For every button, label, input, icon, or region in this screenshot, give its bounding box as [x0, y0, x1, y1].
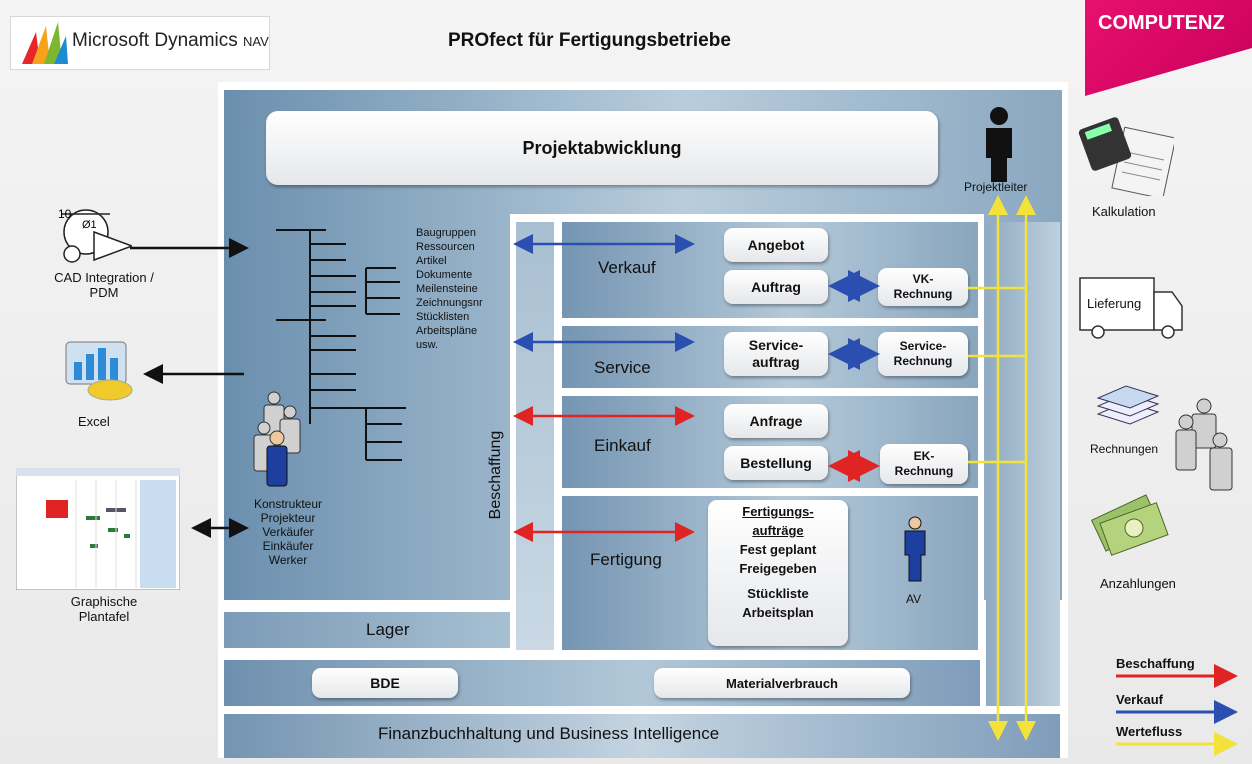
svg-text:10: 10 — [58, 207, 72, 221]
fibu-label: Finanzbuchhaltung und Business Intellige… — [378, 724, 720, 743]
items-list: Baugruppen Ressourcen Artikel Dokumente … — [416, 226, 483, 352]
team-people-icon — [253, 391, 301, 487]
service-rechnung-box: Service-Rechnung — [878, 332, 968, 376]
legend-beschaffung: Beschaffung — [1116, 656, 1195, 671]
materialverbrauch-box: Materialverbrauch — [654, 668, 910, 698]
fertigungsauftraege-box: Fertigungs- aufträge Fest geplant Freige… — [708, 500, 848, 646]
role-item: Projekteur — [260, 511, 316, 525]
list-item: Baugruppen — [416, 227, 476, 239]
list-item: Artikel — [416, 255, 447, 267]
role-item: Konstrukteur — [253, 497, 323, 511]
svg-text:Ø1: Ø1 — [82, 219, 97, 231]
cad-label: CAD Integration /PDM — [54, 270, 154, 300]
ek-rechnung-box: EK-Rechnung — [880, 444, 968, 484]
av-label: AV — [906, 592, 922, 606]
money-bills-icon — [1090, 494, 1169, 556]
delivery-truck-icon — [1079, 277, 1183, 339]
anzahlungen-label: Anzahlungen — [1100, 576, 1176, 591]
verkauf-label: Verkauf — [598, 258, 656, 277]
invoice-stack-icon — [1096, 385, 1160, 425]
list-item: Meilensteine — [416, 283, 478, 295]
bestellung-box: Bestellung — [724, 446, 828, 480]
excel-icon — [65, 341, 133, 401]
calculator-icon — [1078, 117, 1174, 196]
projektleiter-person-icon — [986, 107, 1012, 182]
bde-box: BDE — [312, 668, 458, 698]
auftrag-box: Auftrag — [724, 270, 828, 304]
customers-people-icon — [1175, 398, 1233, 491]
excel-label: Excel — [78, 414, 110, 429]
cad-drawing-icon: 10 Ø1 — [58, 207, 132, 263]
role-item: Verkäufer — [262, 525, 314, 539]
dynamics-logo-icon — [22, 22, 68, 64]
beschaffung-column — [516, 222, 554, 650]
plantafel-screenshot-icon — [16, 468, 180, 590]
kalkulation-label: Kalkulation — [1092, 204, 1156, 219]
rechnungen-label: Rechnungen — [1090, 442, 1159, 456]
computenz-brand-text: COMPUTENZ — [1098, 12, 1225, 34]
legend-wertefluss: Wertefluss — [1116, 724, 1183, 739]
projektabwicklung-box: Projektabwicklung — [266, 111, 938, 185]
role-item: Werker — [268, 553, 308, 567]
projektleiter-label: Projektleiter — [964, 180, 1028, 194]
lager-label: Lager — [366, 620, 410, 639]
vk-rechnung-box: VK-Rechnung — [878, 268, 968, 306]
anfrage-box: Anfrage — [724, 404, 828, 438]
list-item: usw. — [416, 339, 439, 351]
list-item: Dokumente — [416, 269, 473, 281]
serviceauftrag-box: Service-auftrag — [724, 332, 828, 376]
list-item: Zeichnungsnr — [416, 297, 483, 309]
page-title: PROfect für Fertigungsbetriebe — [448, 30, 731, 51]
roles-list: Konstrukteur Projekteur Verkäufer Einkäu… — [246, 497, 330, 567]
list-item: Ressourcen — [416, 241, 475, 253]
logo-text: Microsoft Dynamics NAV — [72, 30, 269, 51]
list-item: Stücklisten — [416, 311, 470, 323]
legend-verkauf: Verkauf — [1116, 692, 1163, 707]
einkauf-label: Einkauf — [594, 436, 651, 455]
fibu-bar — [224, 714, 1060, 758]
av-person-icon — [904, 516, 926, 582]
structure-tree-icon — [276, 229, 406, 461]
lieferung-label: Lieferung — [1087, 296, 1142, 311]
fertigung-label: Fertigung — [590, 550, 662, 569]
list-item: Arbeitspläne — [416, 325, 478, 337]
lager-bar — [224, 612, 524, 648]
service-label: Service — [594, 358, 651, 377]
angebot-box: Angebot — [724, 228, 828, 262]
role-item: Einkäufer — [262, 539, 314, 553]
